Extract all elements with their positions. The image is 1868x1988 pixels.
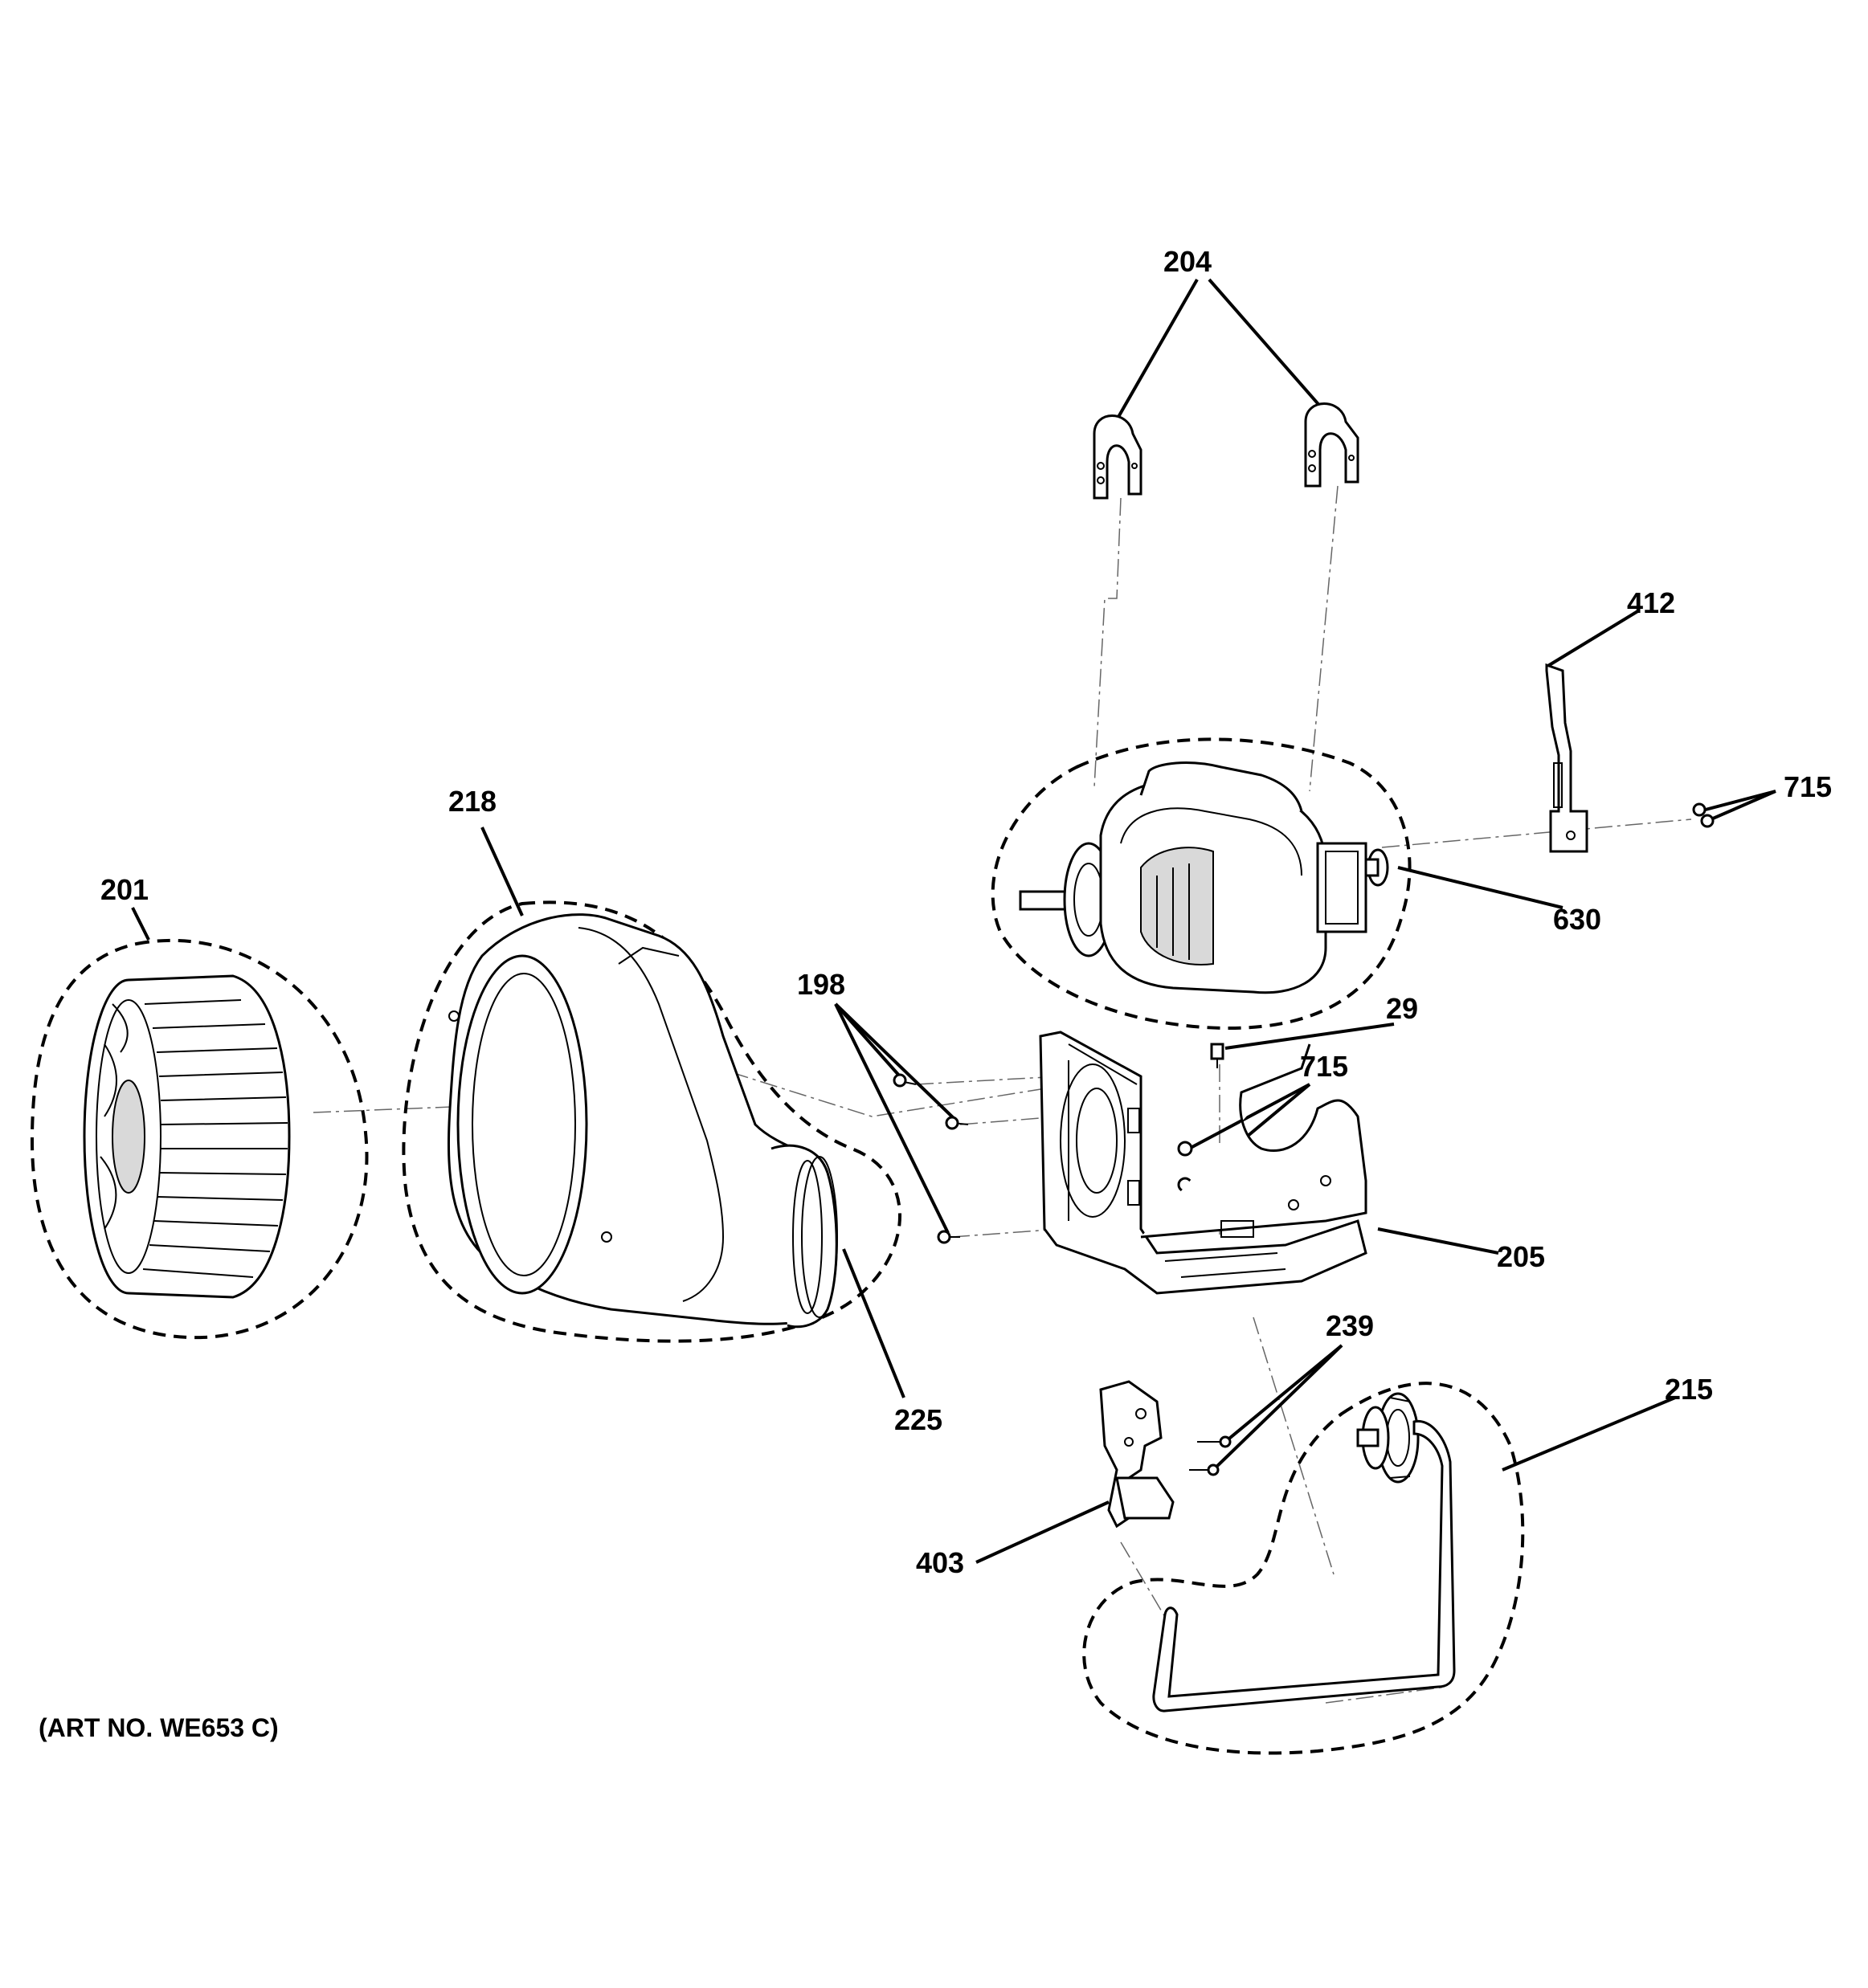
part-225-duct-ring <box>770 1144 838 1329</box>
callout-715-right: 715 <box>1784 770 1832 803</box>
outline-motor <box>991 737 1412 1031</box>
callout-labels: 201 218 198 204 412 715 630 29 715 205 2… <box>100 245 1832 1579</box>
callout-225: 225 <box>894 1403 942 1436</box>
callout-218: 218 <box>448 785 497 818</box>
part-205-motor-mount <box>1039 1031 1367 1295</box>
callout-201: 201 <box>100 873 149 906</box>
outline-blower-housing <box>402 900 901 1343</box>
part-403-switch-bracket <box>1099 1380 1175 1529</box>
part-198-screws <box>893 1073 969 1244</box>
art-number: (ART NO. WE653 C) <box>39 1713 279 1742</box>
callout-215: 215 <box>1665 1373 1713 1406</box>
callout-412: 412 <box>1627 586 1675 619</box>
callout-198: 198 <box>797 968 845 1001</box>
callout-630: 630 <box>1553 903 1601 936</box>
callout-205: 205 <box>1497 1240 1545 1273</box>
leader-lines <box>131 278 1776 1564</box>
part-715-screws-right <box>1692 802 1715 828</box>
callout-29: 29 <box>1386 992 1418 1025</box>
callout-715-middle: 715 <box>1300 1050 1348 1083</box>
part-239-screws <box>1189 1435 1232 1476</box>
part-29-screw <box>1210 1043 1224 1068</box>
part-215-idler-assembly <box>1152 1392 1456 1712</box>
part-201-blower-wheel <box>83 974 291 1299</box>
outline-blower-wheel <box>30 939 369 1340</box>
part-630-motor <box>1019 761 1389 994</box>
callout-403: 403 <box>916 1546 964 1579</box>
callout-239: 239 <box>1326 1309 1374 1342</box>
part-412-bracket <box>1545 663 1588 853</box>
part-204-motor-clip-left <box>1093 414 1142 500</box>
part-204-motor-clip-right <box>1304 402 1359 488</box>
callout-204: 204 <box>1163 245 1212 278</box>
part-218-blower-housing <box>447 913 821 1325</box>
